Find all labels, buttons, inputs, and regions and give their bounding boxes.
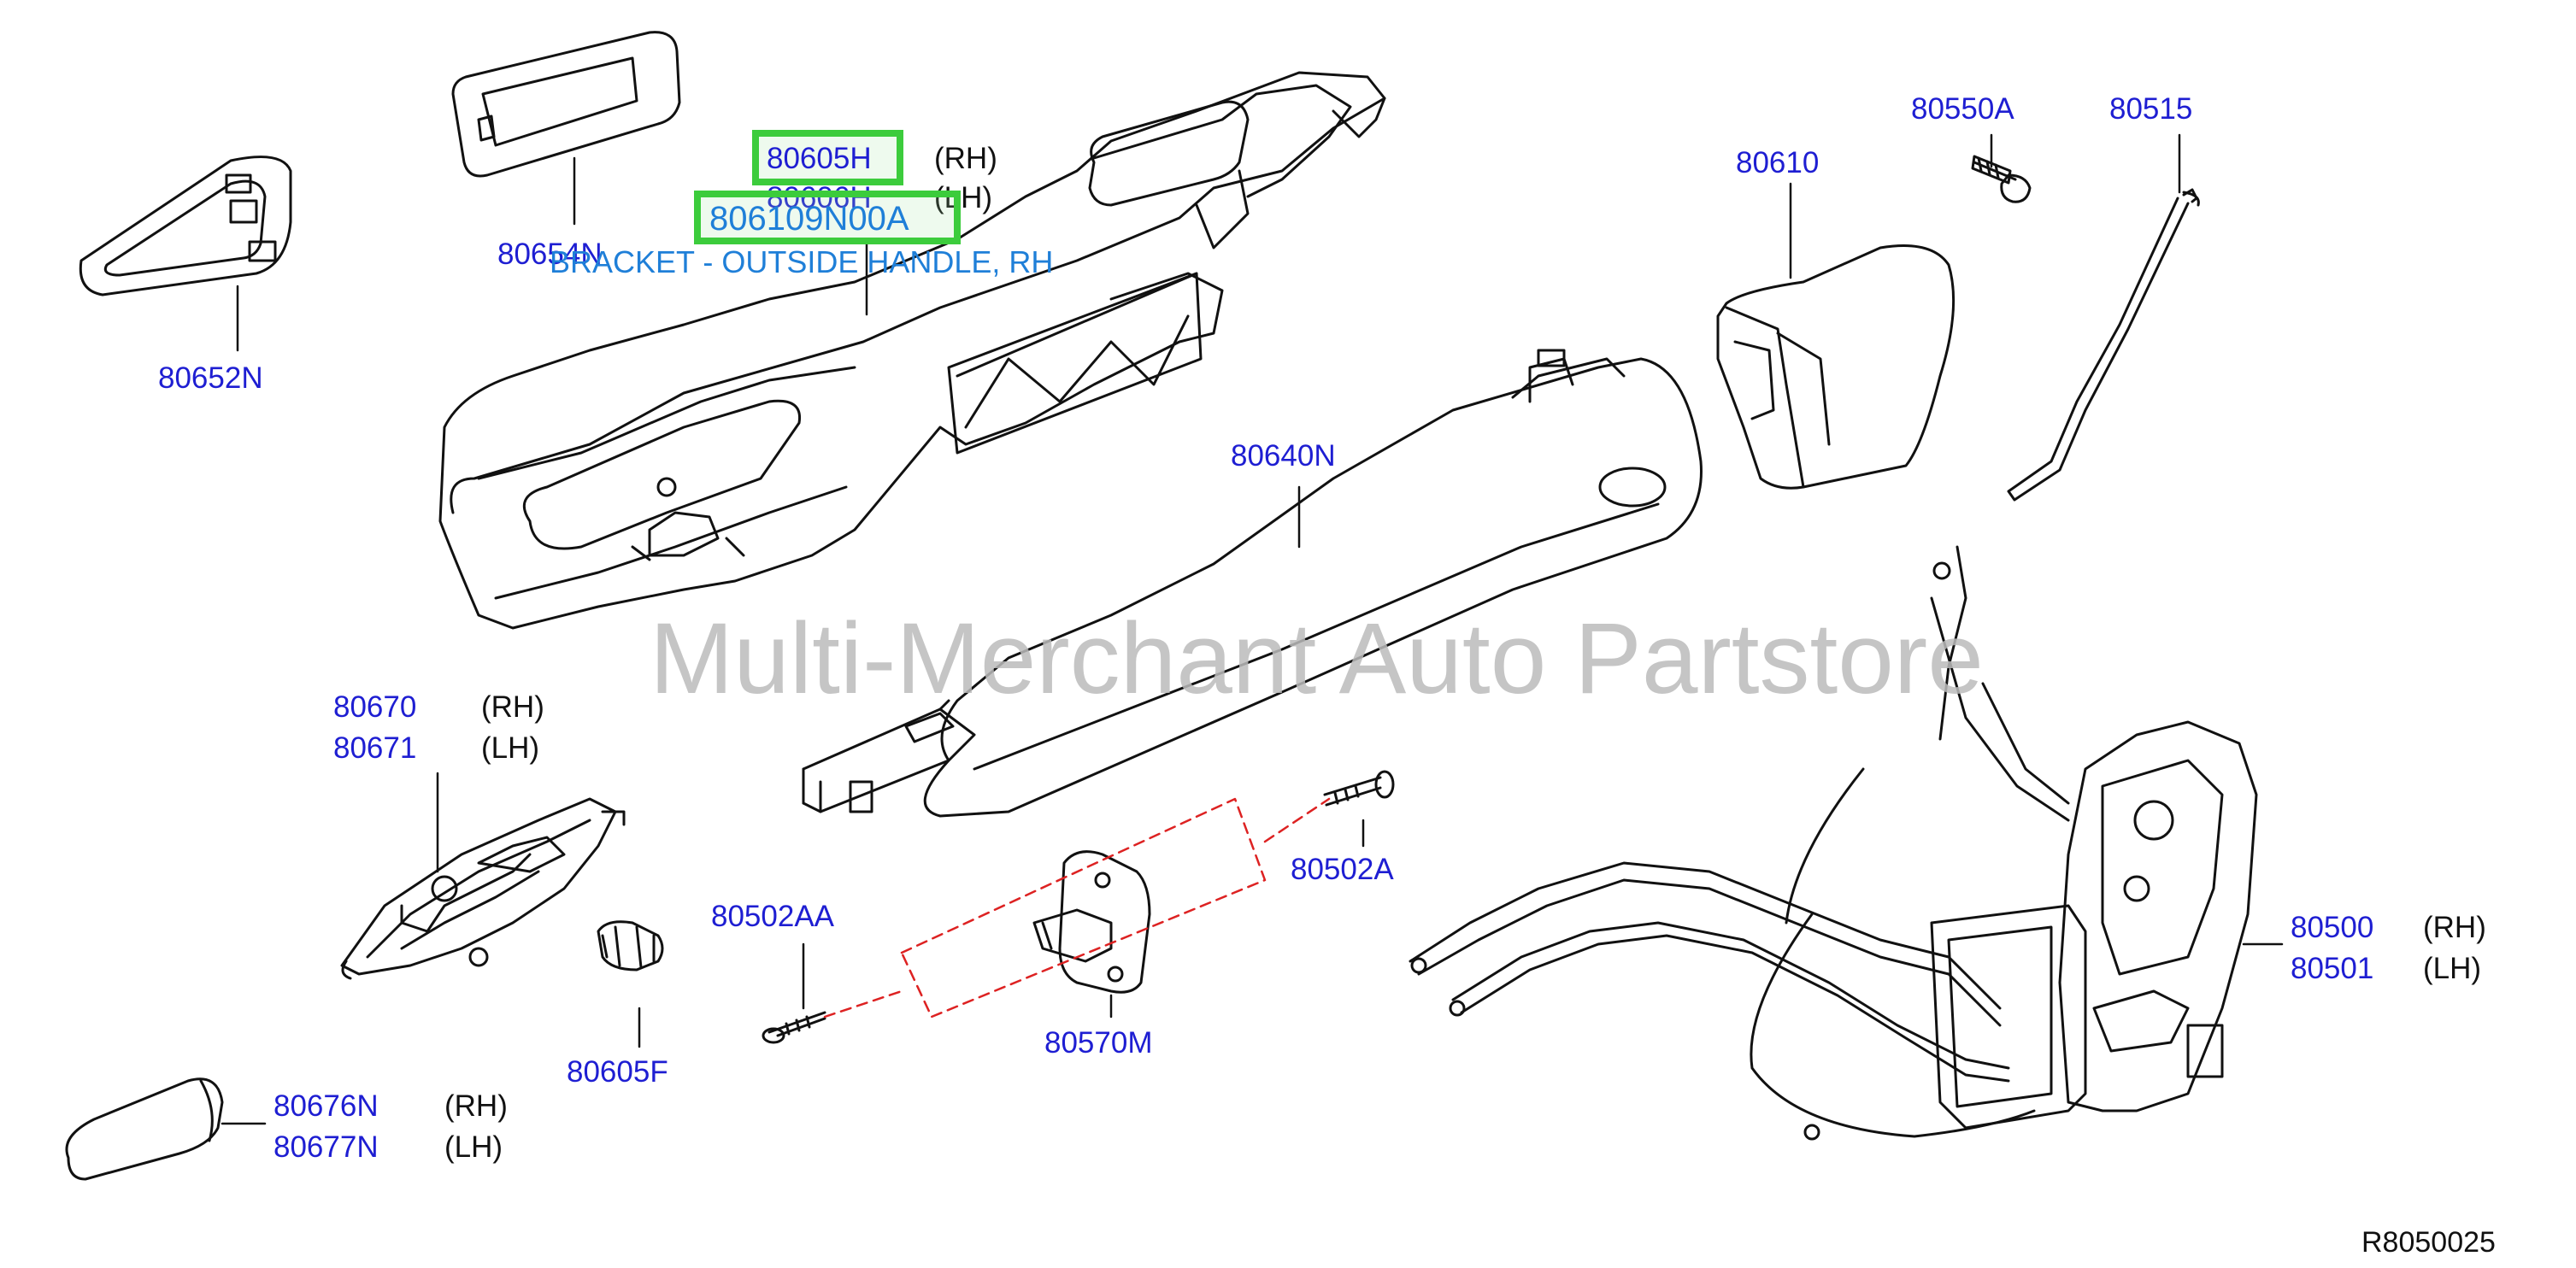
gasket-80654n-drawing bbox=[451, 31, 681, 178]
side-label-80677n: (LH) bbox=[444, 1130, 503, 1164]
inside-handle-80670-drawing bbox=[340, 797, 626, 980]
callout-80652n[interactable]: 80652N bbox=[158, 361, 263, 395]
part-description: BRACKET - OUTSIDE HANDLE, RH bbox=[550, 244, 1054, 279]
callout-80671[interactable]: 80671 bbox=[333, 731, 417, 765]
callout-80677n[interactable]: 80677N bbox=[273, 1130, 379, 1164]
callout-80605h[interactable]: 80605H bbox=[767, 142, 872, 175]
callout-80502aa[interactable]: 80502AA bbox=[711, 900, 835, 933]
side-label-80606h: (LH) bbox=[934, 181, 993, 214]
side-label-80670: (RH) bbox=[481, 690, 544, 724]
callout-80610[interactable]: 80610 bbox=[1736, 146, 1820, 179]
escutcheon-80652n-drawing bbox=[79, 156, 292, 296]
callout-806109n00a[interactable]: 806109N00A bbox=[709, 200, 909, 238]
diagram-reference-code: R8050025 bbox=[2361, 1226, 2496, 1259]
callout-80640n[interactable]: 80640N bbox=[1231, 439, 1336, 473]
callout-80501[interactable]: 80501 bbox=[2291, 952, 2374, 985]
highlight-box-80605h[interactable] bbox=[752, 130, 903, 185]
side-label-80676n: (RH) bbox=[444, 1089, 508, 1123]
side-label-80605h: (RH) bbox=[934, 142, 997, 175]
side-label-80671: (LH) bbox=[481, 731, 540, 765]
clip-80605f-drawing bbox=[597, 920, 664, 972]
outside-handle-80640n-drawing bbox=[802, 349, 1703, 818]
callout-80515[interactable]: 80515 bbox=[2109, 92, 2193, 126]
side-label-80501: (LH) bbox=[2423, 952, 2482, 985]
bracket-806109n00a-drawing bbox=[438, 71, 1386, 630]
rod-80515-drawing bbox=[2007, 188, 2200, 502]
screw-80502aa-drawing bbox=[762, 1011, 826, 1044]
callout-80676n[interactable]: 80676N bbox=[273, 1089, 379, 1123]
callout-80605f[interactable]: 80605F bbox=[567, 1055, 668, 1089]
side-label-80500: (RH) bbox=[2423, 911, 2486, 944]
callout-80550a[interactable]: 80550A bbox=[1911, 92, 2014, 126]
lock-actuator-80500-drawing bbox=[1409, 545, 2258, 1141]
callout-80500[interactable]: 80500 bbox=[2291, 911, 2374, 944]
striker-80570m-drawing bbox=[1032, 850, 1151, 994]
highlight-box-806109n00a[interactable] bbox=[694, 191, 961, 244]
watermark-text: Multi-Merchant Auto Partstore bbox=[650, 602, 1984, 715]
cover-80610-drawing bbox=[1716, 244, 1956, 490]
leader-lines bbox=[221, 133, 2284, 1125]
cap-80676n-drawing bbox=[65, 1077, 224, 1181]
callout-80570m[interactable]: 80570M bbox=[1044, 1026, 1153, 1060]
callout-80502a[interactable]: 80502A bbox=[1291, 853, 1394, 886]
callout-80654n[interactable]: 80654N bbox=[497, 238, 603, 271]
bolt-80550a-drawing bbox=[1971, 155, 2032, 203]
callout-80670[interactable]: 80670 bbox=[333, 690, 417, 724]
callout-80606h[interactable]: 80606H bbox=[767, 181, 872, 214]
mounting-guide-dashed bbox=[823, 797, 1331, 1019]
screw-80502a-drawing bbox=[1323, 770, 1395, 807]
